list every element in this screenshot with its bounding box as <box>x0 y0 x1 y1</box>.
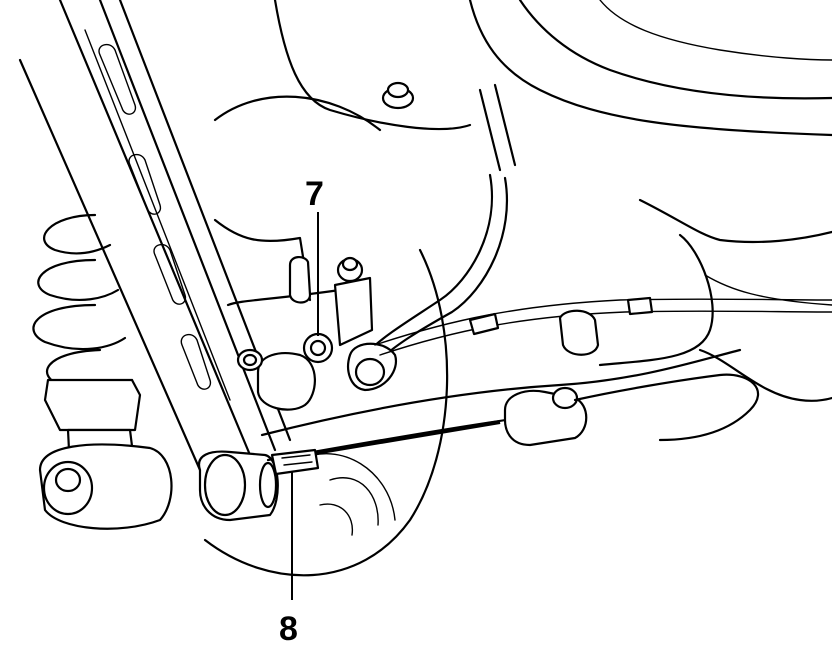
coil-spring <box>32 213 134 392</box>
arm-end-bushing <box>197 450 279 522</box>
callout-8-label: 8 <box>279 610 298 648</box>
brake-pipe <box>347 83 517 392</box>
shock-absorber <box>38 378 173 530</box>
callout-7-label: 7 <box>305 175 324 213</box>
hub-carrier-bracket <box>213 218 342 411</box>
right-bodywork <box>598 198 832 402</box>
brake-disc <box>203 95 449 577</box>
underbody-panel <box>273 0 832 137</box>
lower-link <box>260 348 760 462</box>
brake-hose <box>374 296 832 356</box>
link-stud <box>333 256 374 347</box>
sensor-wire <box>270 420 501 476</box>
